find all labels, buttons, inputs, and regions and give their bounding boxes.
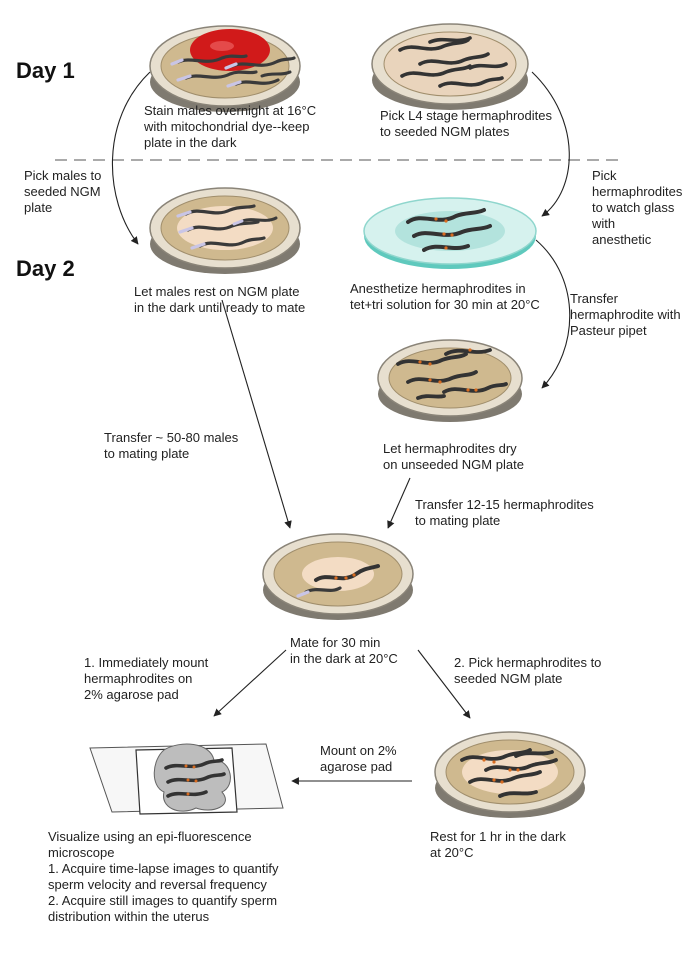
sperm-spots-slide xyxy=(184,764,198,796)
label-transfer-males: Transfer ~ 50-80 males to mating plate xyxy=(104,430,239,461)
arrow-pick-seeded xyxy=(417,649,471,719)
arrow-transfer-males xyxy=(221,299,292,529)
flow-arrows xyxy=(111,71,571,785)
label-mount-agarose: Mount on 2% agarose pad xyxy=(320,743,397,774)
sperm-spots-dry xyxy=(418,348,478,392)
day-2-label: Day 2 xyxy=(16,256,75,281)
plate-males-rest xyxy=(149,187,301,274)
resting-males xyxy=(176,204,278,250)
arrow-transfer-pipet xyxy=(535,239,571,389)
label-stain-males: Stain males overnight at 16°C with mitoc… xyxy=(144,103,317,150)
arrow-pick-males xyxy=(111,71,151,245)
label-pick-males: Pick males to seeded NGM plate xyxy=(24,168,102,215)
label-pick-herm-watch: Pick hermaphrodites to watch glass with … xyxy=(592,168,683,247)
l4-hermaphrodites xyxy=(398,36,508,88)
sperm-spots-watch xyxy=(434,217,454,250)
label-pick-l4: Pick L4 stage hermaphrodites to seeded N… xyxy=(380,108,552,139)
mounted-hermaphrodites xyxy=(164,758,226,798)
label-transfer-herm: Transfer 12-15 hermaphrodites to mating … xyxy=(415,497,594,528)
label-transfer-pipet: Transfer hermaphrodite with Pasteur pipe… xyxy=(570,291,681,338)
arrow-mount-immediately xyxy=(213,649,287,717)
arrow-transfer-herm xyxy=(387,477,411,529)
label-anesthetize: Anesthetize hermaphrodites in tet+tri so… xyxy=(350,281,540,312)
label-mount-immediately: 1. Immediately mount hermaphrodites on 2… xyxy=(84,655,209,702)
plate-rest-1hr xyxy=(434,731,586,818)
label-pick-seeded: 2. Pick hermaphrodites to seeded NGM pla… xyxy=(454,655,602,686)
mating-worms xyxy=(296,564,380,598)
drying-hermaphrodites xyxy=(396,348,508,400)
arrow-pick-herm-watch xyxy=(531,71,570,217)
label-rest-1hr: Rest for 1 hr in the dark at 20°C xyxy=(430,829,566,860)
resting-hermaphrodites xyxy=(460,748,558,798)
sperm-spots-rest xyxy=(482,758,520,784)
label-visualize: Visualize using an epi-fluorescence micr… xyxy=(48,829,279,924)
day-1-label: Day 1 xyxy=(16,58,75,83)
sperm-spots-mating xyxy=(334,573,356,580)
label-dry-herm: Let hermaphrodites dry on unseeded NGM p… xyxy=(383,441,524,472)
label-rest-males: Let males rest on NGM plate in the dark … xyxy=(134,284,306,315)
stained-males xyxy=(170,54,296,88)
label-mate: Mate for 30 min in the dark at 20°C xyxy=(290,635,398,666)
plate-l4-hermaphrodites xyxy=(371,23,529,110)
